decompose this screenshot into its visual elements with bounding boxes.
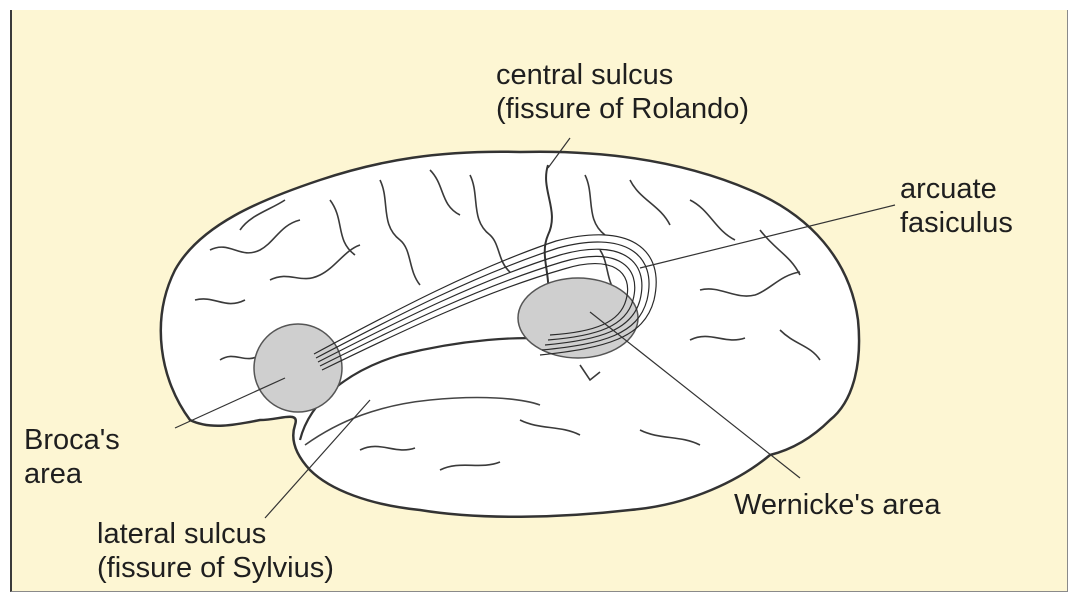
central-sulcus-label-line2: (fissure of Rolando): [496, 92, 749, 126]
wernickes-area-label: Wernicke's area: [734, 488, 940, 522]
arcuate-label-line1: arcuate: [900, 172, 1013, 206]
brocas-area-region: [254, 324, 342, 412]
central-sulcus-label: central sulcus (fissure of Rolando): [496, 58, 749, 126]
broca-label-line1: Broca's: [24, 423, 120, 457]
lateral-sulcus-label: lateral sulcus (fissure of Sylvius): [97, 517, 334, 585]
arcuate-fasiculus-label: arcuate fasiculus: [900, 172, 1013, 240]
lateral-sulcus-label-line2: (fissure of Sylvius): [97, 551, 334, 585]
broca-label-line2: area: [24, 457, 120, 491]
brain-outline: [161, 152, 859, 517]
wernickes-area-region: [518, 278, 638, 358]
lateral-sulcus-label-line1: lateral sulcus: [97, 517, 334, 551]
wernicke-label-line1: Wernicke's area: [734, 488, 940, 522]
brocas-area-label: Broca's area: [24, 423, 120, 491]
arcuate-label-line2: fasiculus: [900, 206, 1013, 240]
central-sulcus-label-line1: central sulcus: [496, 58, 749, 92]
